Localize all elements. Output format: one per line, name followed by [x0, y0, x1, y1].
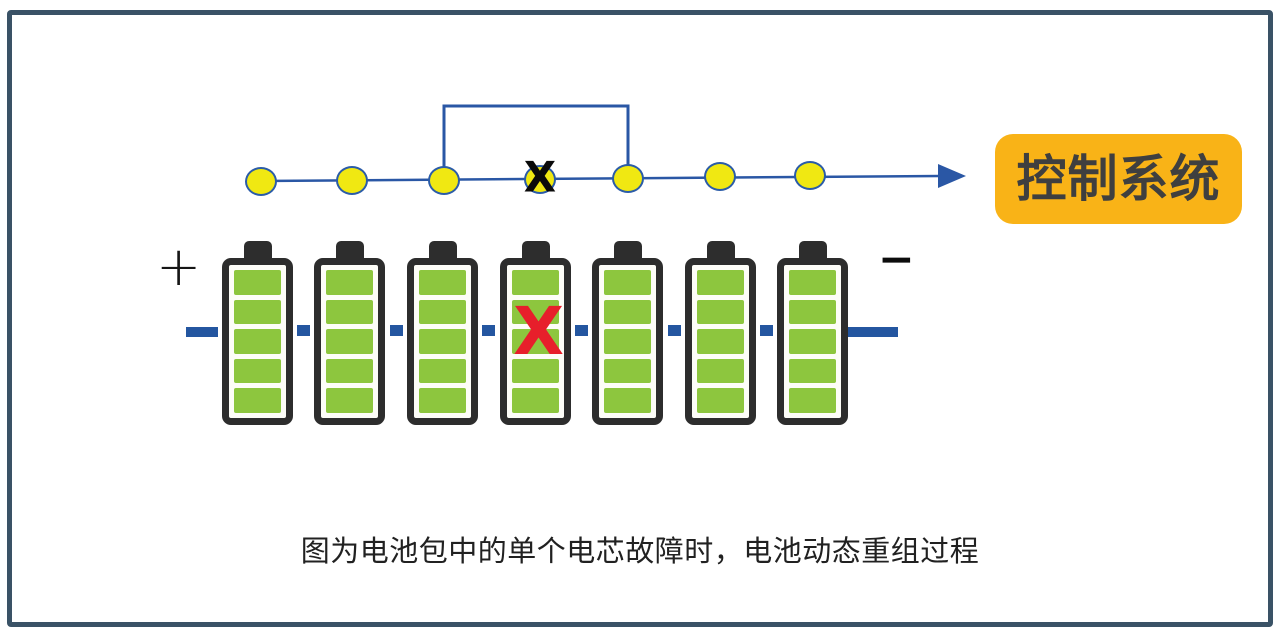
battery-cell: [685, 241, 756, 425]
battery-cell: [777, 241, 848, 425]
charge-bar: [512, 329, 559, 354]
charge-bar: [234, 388, 281, 413]
battery-cell: [222, 241, 293, 425]
charge-bar: [697, 329, 744, 354]
charge-bar: [789, 299, 836, 325]
failed-node-marker: X: [523, 151, 557, 201]
battery-cell: [314, 241, 385, 425]
battery-body: [685, 258, 756, 425]
battery-cap: [335, 241, 364, 261]
series-connector: [482, 325, 495, 336]
charge-bar: [234, 299, 281, 325]
series-connector: [390, 325, 403, 336]
charge-bar: [419, 358, 466, 384]
series-connector: [186, 327, 218, 337]
control-system-label: 控制系统: [1016, 150, 1221, 208]
bypass-bridge-line: [442, 104, 630, 178]
battery-cell: [592, 241, 663, 425]
switch-node: [428, 166, 460, 195]
charge-bar: [512, 358, 559, 384]
charge-bar: [326, 299, 373, 325]
negative-terminal-label: −: [878, 234, 915, 285]
charge-bar: [419, 388, 466, 413]
switch-node: [794, 161, 826, 190]
battery-body: [314, 258, 385, 425]
battery-cap: [243, 241, 272, 261]
charge-bar: [326, 270, 373, 295]
series-connector: [760, 325, 773, 336]
charge-bar: [234, 329, 281, 354]
charge-bar: [512, 388, 559, 413]
battery-body: [777, 258, 848, 425]
series-connector: [668, 325, 681, 336]
charge-bar: [697, 388, 744, 413]
charge-bar: [789, 388, 836, 413]
charge-bar: [604, 358, 651, 384]
charge-bar: [326, 358, 373, 384]
charge-bar: [789, 270, 836, 295]
battery-body: [222, 258, 293, 425]
battery-body: [407, 258, 478, 425]
battery-cap: [428, 241, 457, 261]
charge-bar: [419, 329, 466, 354]
switch-node: X: [524, 155, 556, 197]
charge-bar: [419, 270, 466, 295]
battery-cap: [706, 241, 735, 261]
charge-bar: [697, 358, 744, 384]
control-system-box: 控制系统: [995, 134, 1242, 224]
switch-node: [336, 166, 368, 195]
charge-bar: [326, 388, 373, 413]
battery-cap: [798, 241, 827, 261]
sense-line: [260, 174, 941, 183]
charge-bar: [697, 299, 744, 325]
battery-body: [500, 258, 571, 425]
arrowhead-icon: [938, 164, 966, 188]
charge-bar: [604, 299, 651, 325]
series-connector: [848, 327, 898, 337]
charge-bar: [512, 270, 559, 295]
switch-node: [612, 164, 644, 193]
battery-cap: [613, 241, 642, 261]
charge-bar: [789, 358, 836, 384]
caption-text: 图为电池包中的单个电芯故障时，电池动态重组过程: [300, 534, 980, 568]
failed-cell-marker: X: [513, 293, 564, 370]
charge-bar: [604, 329, 651, 354]
positive-terminal-label: +: [156, 235, 202, 298]
battery-body: [592, 258, 663, 425]
charge-bar: [789, 329, 836, 354]
battery-cell: X: [500, 241, 571, 425]
series-connector: [297, 325, 310, 336]
switch-node: [245, 167, 277, 196]
charge-bar: [697, 270, 744, 295]
battery-cap: [521, 241, 550, 261]
charge-bar: [234, 358, 281, 384]
charge-bar: [512, 299, 559, 325]
battery-cell: [407, 241, 478, 425]
charge-bar: [234, 270, 281, 295]
switch-node: [704, 162, 736, 191]
charge-bar: [419, 299, 466, 325]
charge-bar: [604, 270, 651, 295]
charge-bar: [604, 388, 651, 413]
series-connector: [575, 325, 588, 336]
charge-bar: [326, 329, 373, 354]
